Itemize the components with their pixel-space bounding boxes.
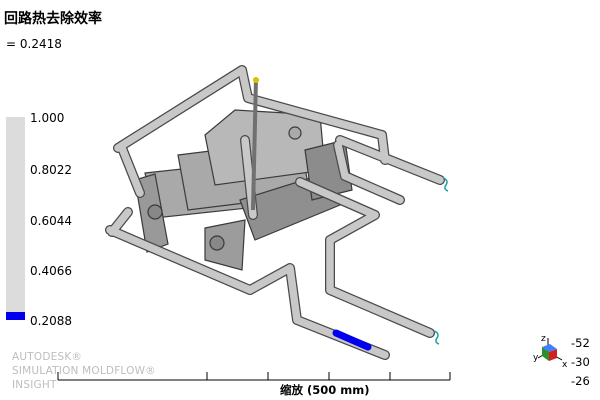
brand-line-2: SIMULATION MOLDFLOW® xyxy=(12,365,156,377)
triad-z-label: z xyxy=(541,334,546,344)
triad-x-label: x xyxy=(562,360,568,370)
legend-label-min: 0.2088 xyxy=(30,314,72,328)
legend-color-bar xyxy=(6,117,25,312)
legend-label-3: 0.6044 xyxy=(30,214,72,228)
legend-label-4: 0.4066 xyxy=(30,264,72,278)
legend-label-2: 0.8022 xyxy=(30,163,72,177)
mold-body xyxy=(134,109,353,271)
legend-value-fill xyxy=(6,312,25,320)
triad-y-label: y xyxy=(533,353,539,363)
result-value: = 0.2418 xyxy=(6,37,62,51)
scale-label: 缩放 (500 mm) xyxy=(280,383,370,397)
legend-label-max: 1.000 xyxy=(30,111,65,125)
view-angle-2: -30 xyxy=(571,355,590,369)
result-title: 回路热去除效率 xyxy=(4,11,102,27)
brand-line-3: INSIGHT xyxy=(12,379,57,391)
brand-line-1: AUTODESK® xyxy=(12,351,83,363)
view-angle-1: -52 xyxy=(571,336,590,350)
view-angle-3: -26 xyxy=(571,374,590,388)
